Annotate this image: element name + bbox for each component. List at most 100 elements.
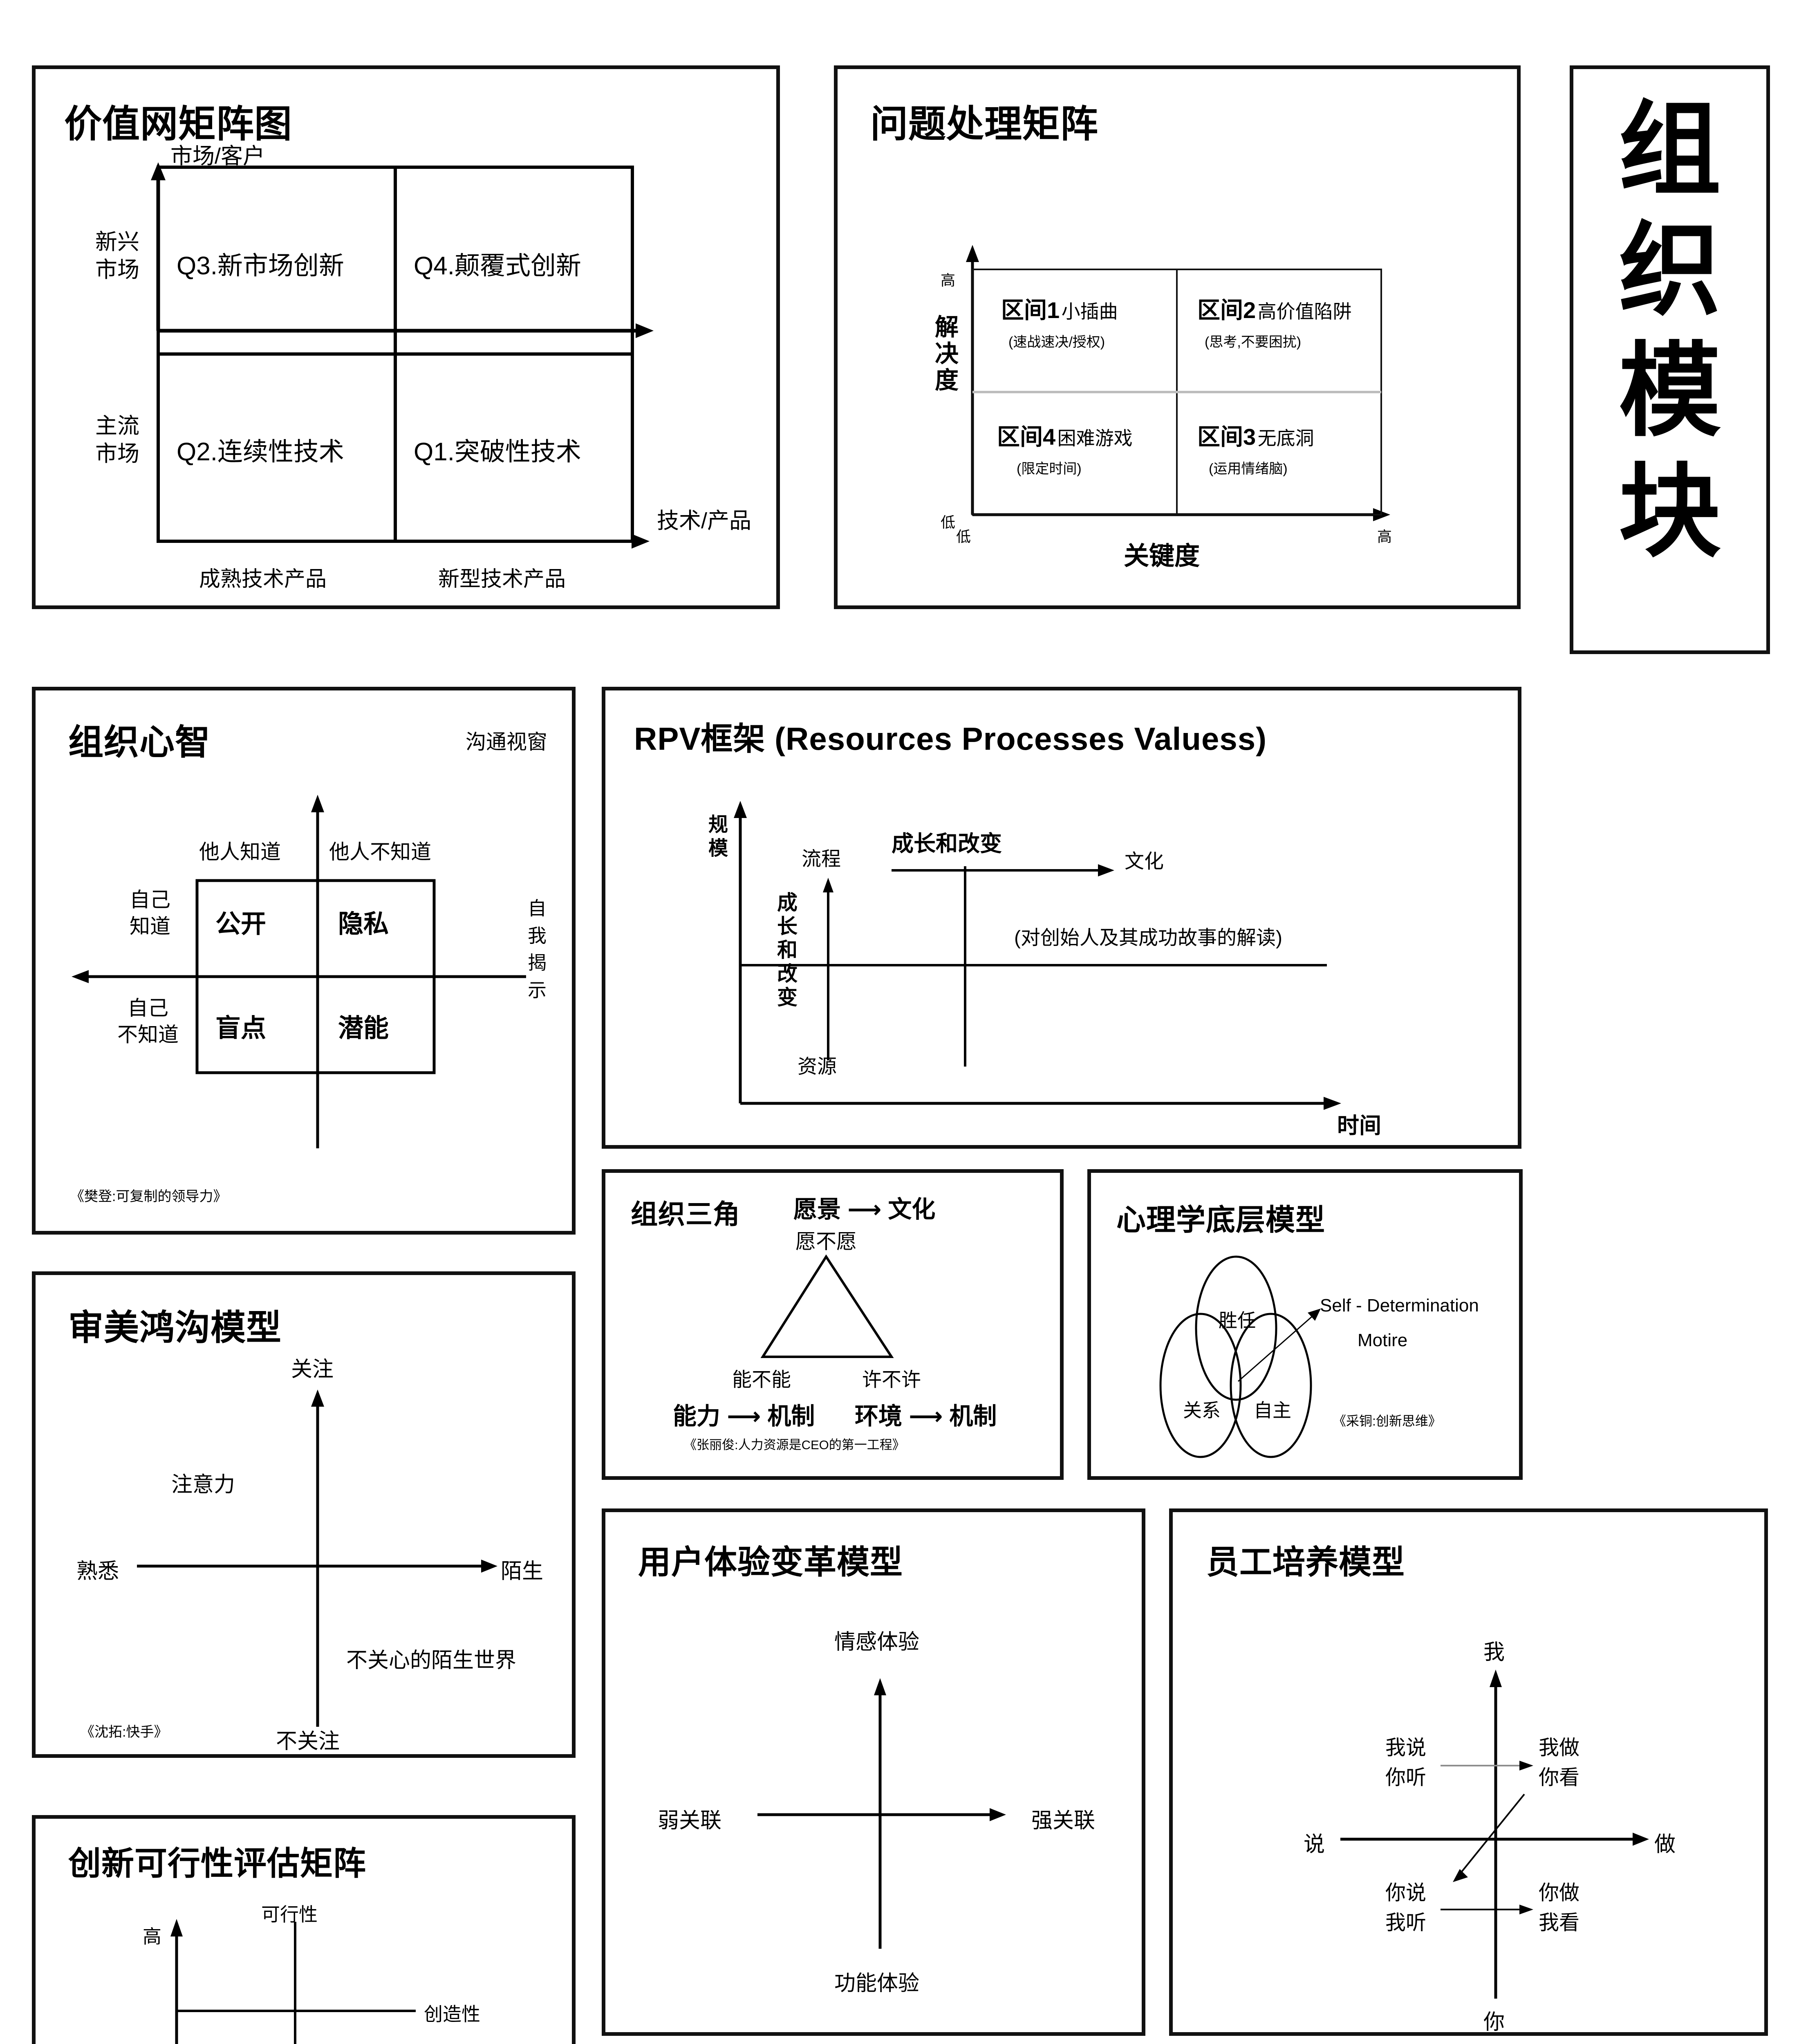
panel-ux-change: 用户体验变革模型 情感体验 功能体验 弱关联 强关联 (602, 1508, 1145, 2036)
rpv-gv-char-1: 长 (777, 915, 798, 938)
panel-problem-matrix: 问题处理矩阵 解 决 度 高 低 关键度 低 高 区间1 小插曲 (速战速决/授… (834, 65, 1521, 609)
employee-dev-q1: 我做 你看 (1539, 1733, 1579, 1792)
employee-dev-q1-line2: 你看 (1539, 1766, 1579, 1789)
employee-dev-q4-line2: 我看 (1539, 1911, 1579, 1934)
employee-dev-q3-line2: 我听 (1385, 1911, 1426, 1934)
q4-note: (限定时间) (1017, 461, 1082, 477)
value-network-cell-q2: Q2.连续性技术 (177, 438, 344, 466)
q3-note: (运用情绪脑) (1209, 461, 1288, 477)
problem-matrix-y-high: 高 (941, 272, 956, 289)
panel-vertical-title: 组 织 模 块 (1570, 65, 1770, 654)
y-axis-char-3: 度 (934, 367, 959, 394)
rpv-gv-char-2: 和 (777, 939, 798, 961)
problem-matrix-x-axis-label: 关键度 (1124, 542, 1200, 570)
ux-change-y-top: 情感体验 (834, 1630, 920, 1654)
org-mind-cell-blindspot: 盲点 (215, 1014, 267, 1042)
innovation-y-high: 高 (143, 1926, 161, 1947)
rpv-x-axis-label: 时间 (1337, 1114, 1381, 1138)
aesthetic-gap-title: 审美鸿沟模型 (68, 1308, 282, 1347)
employee-dev-q2-line1: 我说 (1385, 1736, 1426, 1759)
psychology-annotation-line2: Motire (1358, 1330, 1408, 1350)
right-axis-char-0: 自 (528, 898, 547, 919)
panel-aesthetic-gap: 审美鸿沟模型 关注 不关注 熟悉 陌生 注意力 不关心的陌生世界 《沈拓:快手》 (32, 1271, 576, 1758)
rpv-gv-char-4: 变 (777, 986, 798, 1009)
psychology-source: 《采铜:创新思维》 (1333, 1414, 1441, 1428)
panel-rpv: RPV框架 (Resources Processes Valuess) 规 模 … (602, 687, 1521, 1149)
employee-dev-q4-line1: 你做 (1539, 1881, 1579, 1904)
aesthetic-gap-y-bottom: 不关注 (276, 1730, 340, 1753)
problem-matrix-x-low: 低 (956, 528, 971, 545)
value-network-cell-q1: Q1.突破性技术 (414, 438, 581, 466)
problem-matrix-title: 问题处理矩阵 (870, 103, 1099, 145)
org-triangle-right-question: 许不许 (862, 1369, 921, 1391)
ux-change-title: 用户体验变革模型 (638, 1544, 903, 1580)
arrow-right-icon-2: ⟶ (727, 1403, 761, 1430)
rpv-note: (对创始人及其成功故事的解读) (1014, 927, 1282, 949)
problem-matrix-y-low: 低 (941, 514, 956, 531)
left-top-line1: 自己 (130, 888, 170, 911)
psychology-circle-competence: 胜任 (1219, 1310, 1256, 1331)
org-mind-top-left-label: 他人知道 (199, 840, 281, 863)
org-triangle-left-to: 机制 (767, 1403, 815, 1430)
org-mind-cell-open: 公开 (215, 910, 267, 938)
problem-quadrant-1: 区间1 小插曲 (速战速决/授权) (1001, 292, 1118, 351)
innovation-feasibility-title: 创新可行性评估矩阵 (68, 1845, 366, 1882)
org-triangle-left-from: 能力 (673, 1403, 721, 1430)
employee-dev-y-top: 我 (1483, 1641, 1505, 1664)
psychology-annotation-line1: Self - Determination (1320, 1295, 1479, 1316)
right-axis-char-1: 我 (528, 925, 547, 946)
value-network-row-bottom-label: 主流 市场 (85, 412, 150, 468)
aesthetic-gap-attention-label: 注意力 (171, 1473, 235, 1497)
psychology-venn (1159, 1255, 1321, 1458)
vertical-title-char-0: 组 (1619, 93, 1721, 207)
employee-dev-q4: 你做 我看 (1539, 1878, 1579, 1937)
rpv-y-axis-label: 规 模 (707, 813, 730, 860)
vertical-title-char-2: 模 (1619, 334, 1721, 448)
aesthetic-gap-source: 《沈拓:快手》 (81, 1724, 168, 1740)
psychology-circle-relatedness: 关系 (1183, 1400, 1221, 1421)
org-mind-cell-potential: 潜能 (338, 1014, 389, 1042)
org-triangle-right-relation: 环境 ⟶ 机制 (855, 1397, 997, 1431)
q1-label: 小插曲 (1061, 301, 1118, 322)
panel-innovation-feasibility: 创新可行性评估矩阵 可行性 高 低 创造性 高 (32, 1815, 576, 2044)
employee-dev-title: 员工培养模型 (1206, 1544, 1405, 1580)
row-bottom-line1: 主流 (95, 414, 139, 438)
problem-matrix-axes (966, 245, 1390, 521)
row-top-line2: 市场 (95, 257, 139, 282)
vertical-title-text: 组 织 模 块 (1573, 90, 1766, 572)
right-axis-char-2: 揭 (528, 952, 547, 974)
q1-note: (速战速决/授权) (1008, 334, 1105, 350)
left-bottom-line2: 不知道 (117, 1023, 179, 1046)
panel-employee-dev: 员工培养模型 我 你 说 做 我说 你听 我做 你看 (1169, 1508, 1768, 2036)
org-triangle-title: 组织三角 (631, 1199, 740, 1229)
org-triangle-right-to: 机制 (949, 1403, 997, 1430)
problem-quadrant-3: 区间3 无底洞 (运用情绪脑) (1197, 419, 1314, 477)
org-mind-axes (72, 795, 526, 1148)
ux-change-axes (757, 1678, 1006, 1949)
org-triangle-right-from: 环境 (855, 1403, 903, 1430)
value-network-cell-q3: Q3.新市场创新 (177, 252, 344, 280)
value-network-cell-q4: Q4.颠覆式创新 (414, 252, 581, 280)
ux-change-x-left: 弱关联 (658, 1809, 722, 1833)
org-triangle-left-question: 能不能 (732, 1369, 791, 1391)
innovation-y-axis-label: 可行性 (261, 1904, 318, 1925)
q4-name: 区间4 (997, 424, 1056, 450)
q1-name: 区间1 (1001, 297, 1060, 323)
org-triangle-top-to: 文化 (888, 1196, 936, 1223)
rpv-y-char-0: 规 (708, 814, 728, 836)
problem-matrix-y-axis-label: 解 决 度 (932, 314, 961, 394)
rpv-gv-char-0: 成 (777, 891, 798, 914)
rpv-label-growth-vertical: 成 长 和 改 变 (775, 891, 800, 1009)
panel-org-mind: 组织心智 沟通视窗 他人知道 他人不知道 自己 知道 自己 不知道 自 我 揭 … (32, 687, 576, 1235)
org-triangle-top-question: 愿不愿 (795, 1230, 857, 1253)
employee-dev-axes (1340, 1670, 1649, 1999)
employee-dev-x-right: 做 (1654, 1833, 1676, 1856)
panel-org-triangle: 组织三角 愿景 ⟶ 文化 愿不愿 能不能 许不许 能力 ⟶ 机制 环境 ⟶ 机制… (602, 1169, 1064, 1480)
value-network-y-axis-label: 市场/客户 (170, 144, 265, 168)
left-top-line2: 知道 (130, 915, 170, 938)
aesthetic-gap-unknown-label: 不关心的陌生世界 (346, 1649, 517, 1672)
problem-quadrant-4: 区间4 困难游戏 (限定时间) (997, 419, 1133, 477)
rpv-label-culture: 文化 (1125, 851, 1164, 872)
